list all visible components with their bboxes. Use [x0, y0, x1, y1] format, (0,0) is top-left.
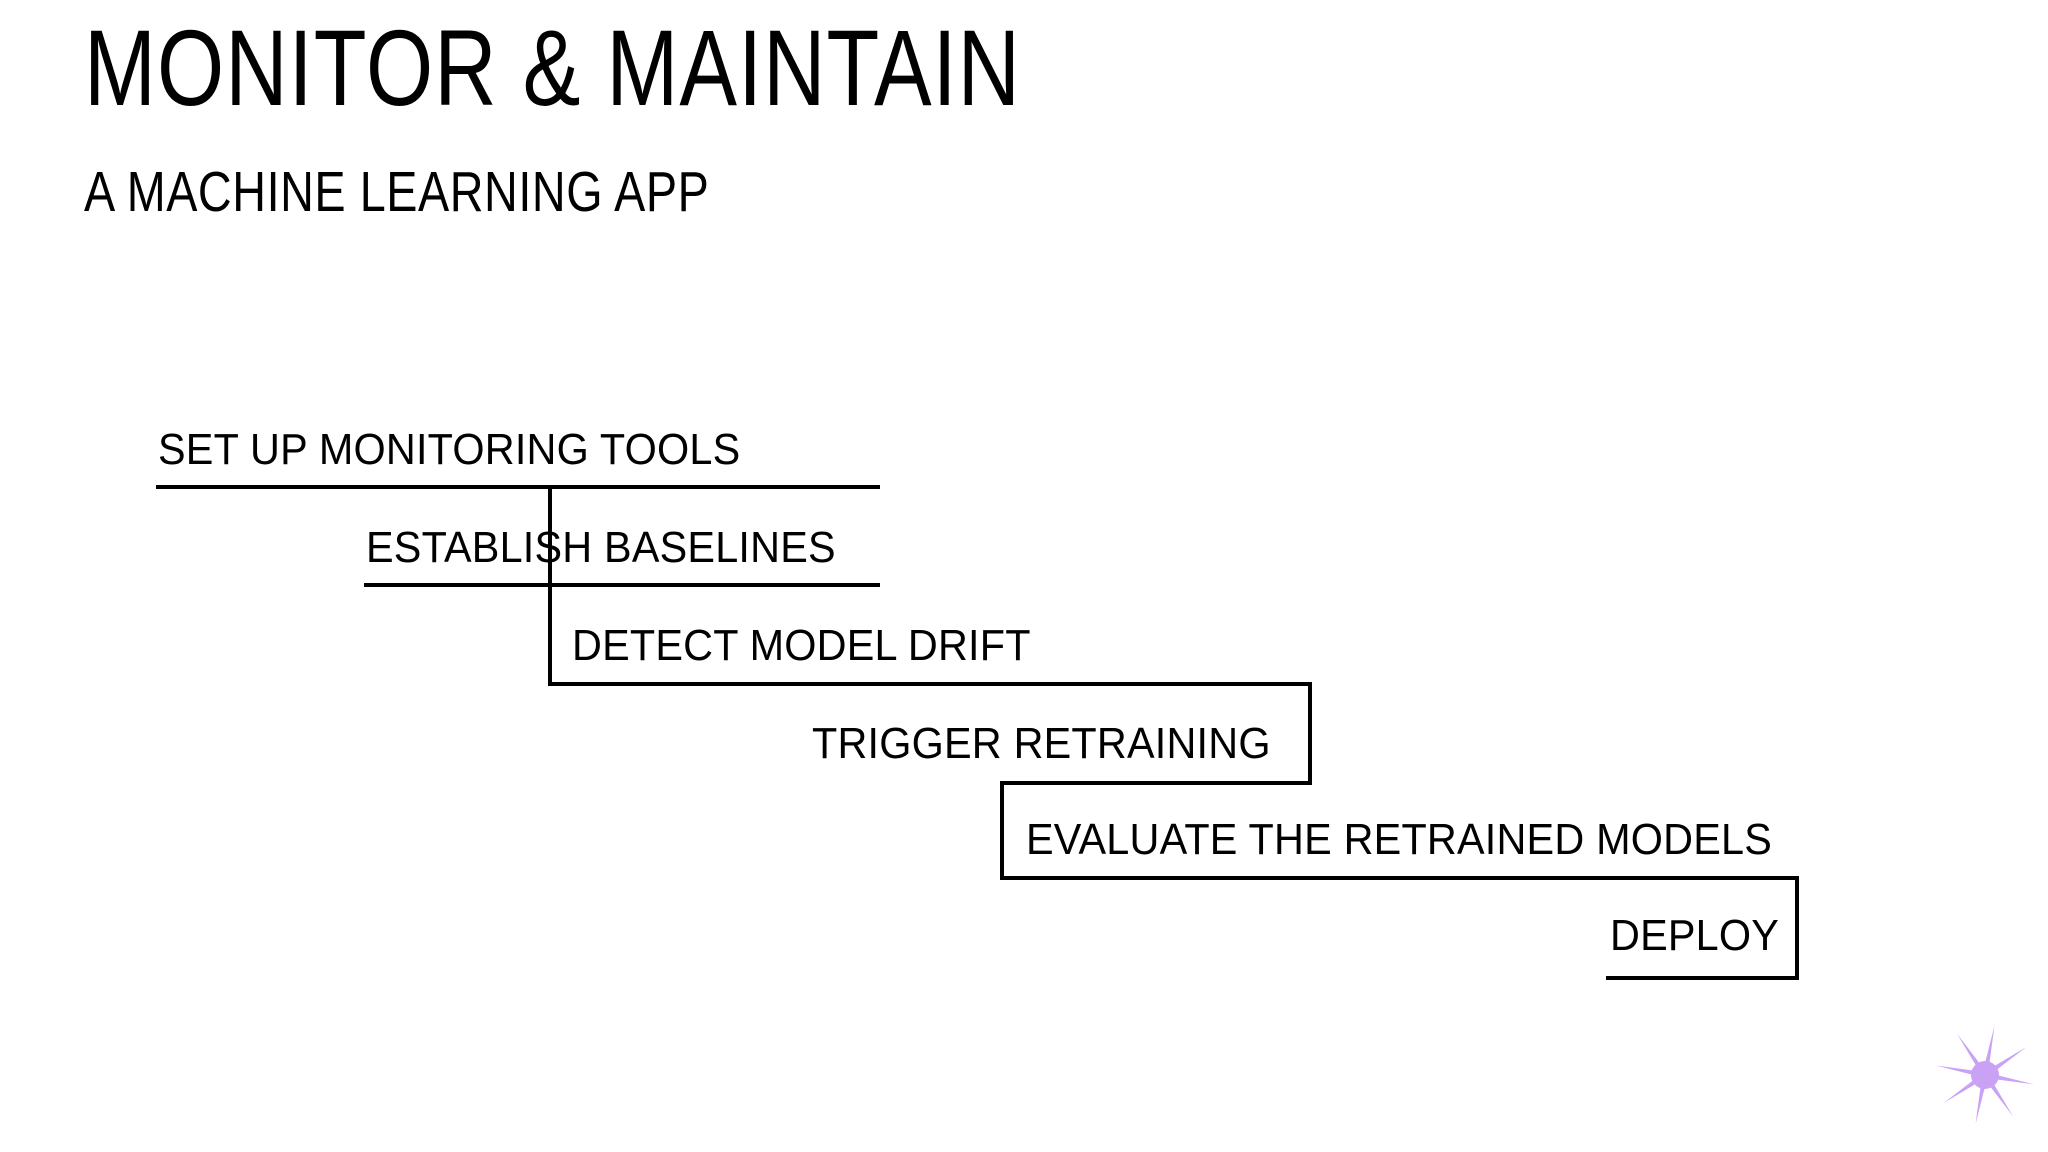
asterisk-core — [1971, 1061, 1999, 1089]
step-label-3: DETECT MODEL DRIFT — [572, 621, 1031, 670]
heading-block: MONITOR & MAINTAIN A MACHINE LEARNING AP… — [84, 7, 1255, 221]
asterisk-shape — [1935, 1025, 2035, 1125]
step-label-2: ESTABLISH BASELINES — [366, 523, 836, 572]
asterisk-sparkle-icon — [1935, 1025, 2035, 1125]
step-label-1: SET UP MONITORING TOOLS — [158, 425, 741, 474]
step-label-6: DEPLOY — [1610, 911, 1780, 960]
page-title: MONITOR & MAINTAIN — [84, 7, 1022, 128]
step-label-4: TRIGGER RETRAINING — [812, 719, 1271, 768]
step-label-5: EVALUATE THE RETRAINED MODELS — [1026, 815, 1773, 864]
page-subtitle: A MACHINE LEARNING APP — [84, 160, 710, 224]
